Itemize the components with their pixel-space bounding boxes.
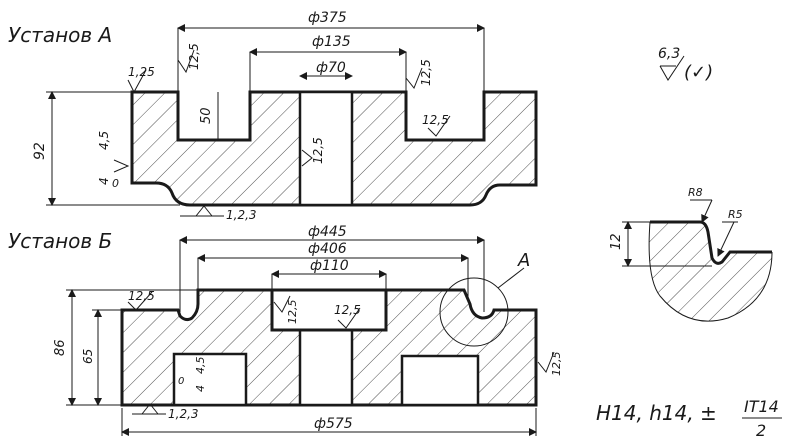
base-b: 1,2,3 [168,407,199,421]
general-roughness-note: 6,3 (✓) [658,46,713,83]
setup-b-pocket-right [400,354,480,407]
dim-h86: 86 [53,339,68,356]
setup-b-title: Установ Б [8,229,112,253]
dim-v45: 4,5 [97,131,111,150]
general-roughness-suffix: (✓) [684,62,713,83]
setup-b-bore [298,328,354,407]
general-roughness-value: 6,3 [658,46,680,62]
dim-d135: ф135 [312,34,351,50]
detail-callout-circle [439,277,509,347]
detail-r8: R8 [688,186,703,199]
setup-a-view: Установ А ф375 ф135 ф70 92 50 4,5 4 0 [8,10,538,222]
rough-b-right: 12,5 [550,352,563,377]
dim-v0: 0 [112,177,119,190]
rough-a-bore: 12,5 [311,137,325,164]
detail-r5: R5 [728,208,743,221]
dim-d445: ф445 [308,224,347,240]
rough-b-mid1: 12,5 [286,300,299,325]
setup-b-view: Установ Б ф445 ф406 ф110 ф575 86 65 4,5 … [8,224,563,436]
dim-d110: ф110 [310,258,349,274]
tolerance-fraction-den: 2 [756,421,766,440]
rough-a-right: 12,5 [419,59,433,86]
setup-b-pocket-left [172,352,248,407]
dim-d406: ф406 [308,241,347,257]
tolerance-fraction-num: IT14 [744,397,779,416]
roughness-check-icon [659,55,685,81]
dim-h65: 65 [81,349,95,364]
base-a: 1,2,3 [226,208,257,222]
detail-dim-12: 12 [609,233,624,250]
detail-a-view: 12 R8 R5 [609,186,773,322]
dim-h92: 92 [32,142,48,160]
dim-v4: 4 [97,177,111,185]
setup-b-recess [270,288,388,332]
dim-d70: ф70 [316,60,346,76]
dim-b-v45: 4,5 [194,357,207,375]
rough-a-tl: 1,25 [128,65,155,79]
dim-h50: 50 [199,107,214,124]
rough-b-mid2: 12,5 [334,303,361,317]
detail-a-profile [649,222,772,322]
setup-a-bore [298,90,354,207]
rough-a-pocket: 12,5 [422,113,449,127]
detail-callout-label: А [517,250,530,271]
tolerance-note: Н14, h14, ± IT14 2 [596,397,782,440]
rough-b-left: 12,5 [128,289,155,303]
dim-b-v0: 0 [178,376,184,387]
dim-d575: ф575 [314,416,353,432]
tolerance-text: Н14, h14, ± [596,401,717,425]
rough-a-top: 12,5 [187,43,201,70]
dim-d375: ф375 [308,10,347,26]
setup-a-title: Установ А [8,23,112,47]
dim-b-v4: 4 [194,385,207,392]
